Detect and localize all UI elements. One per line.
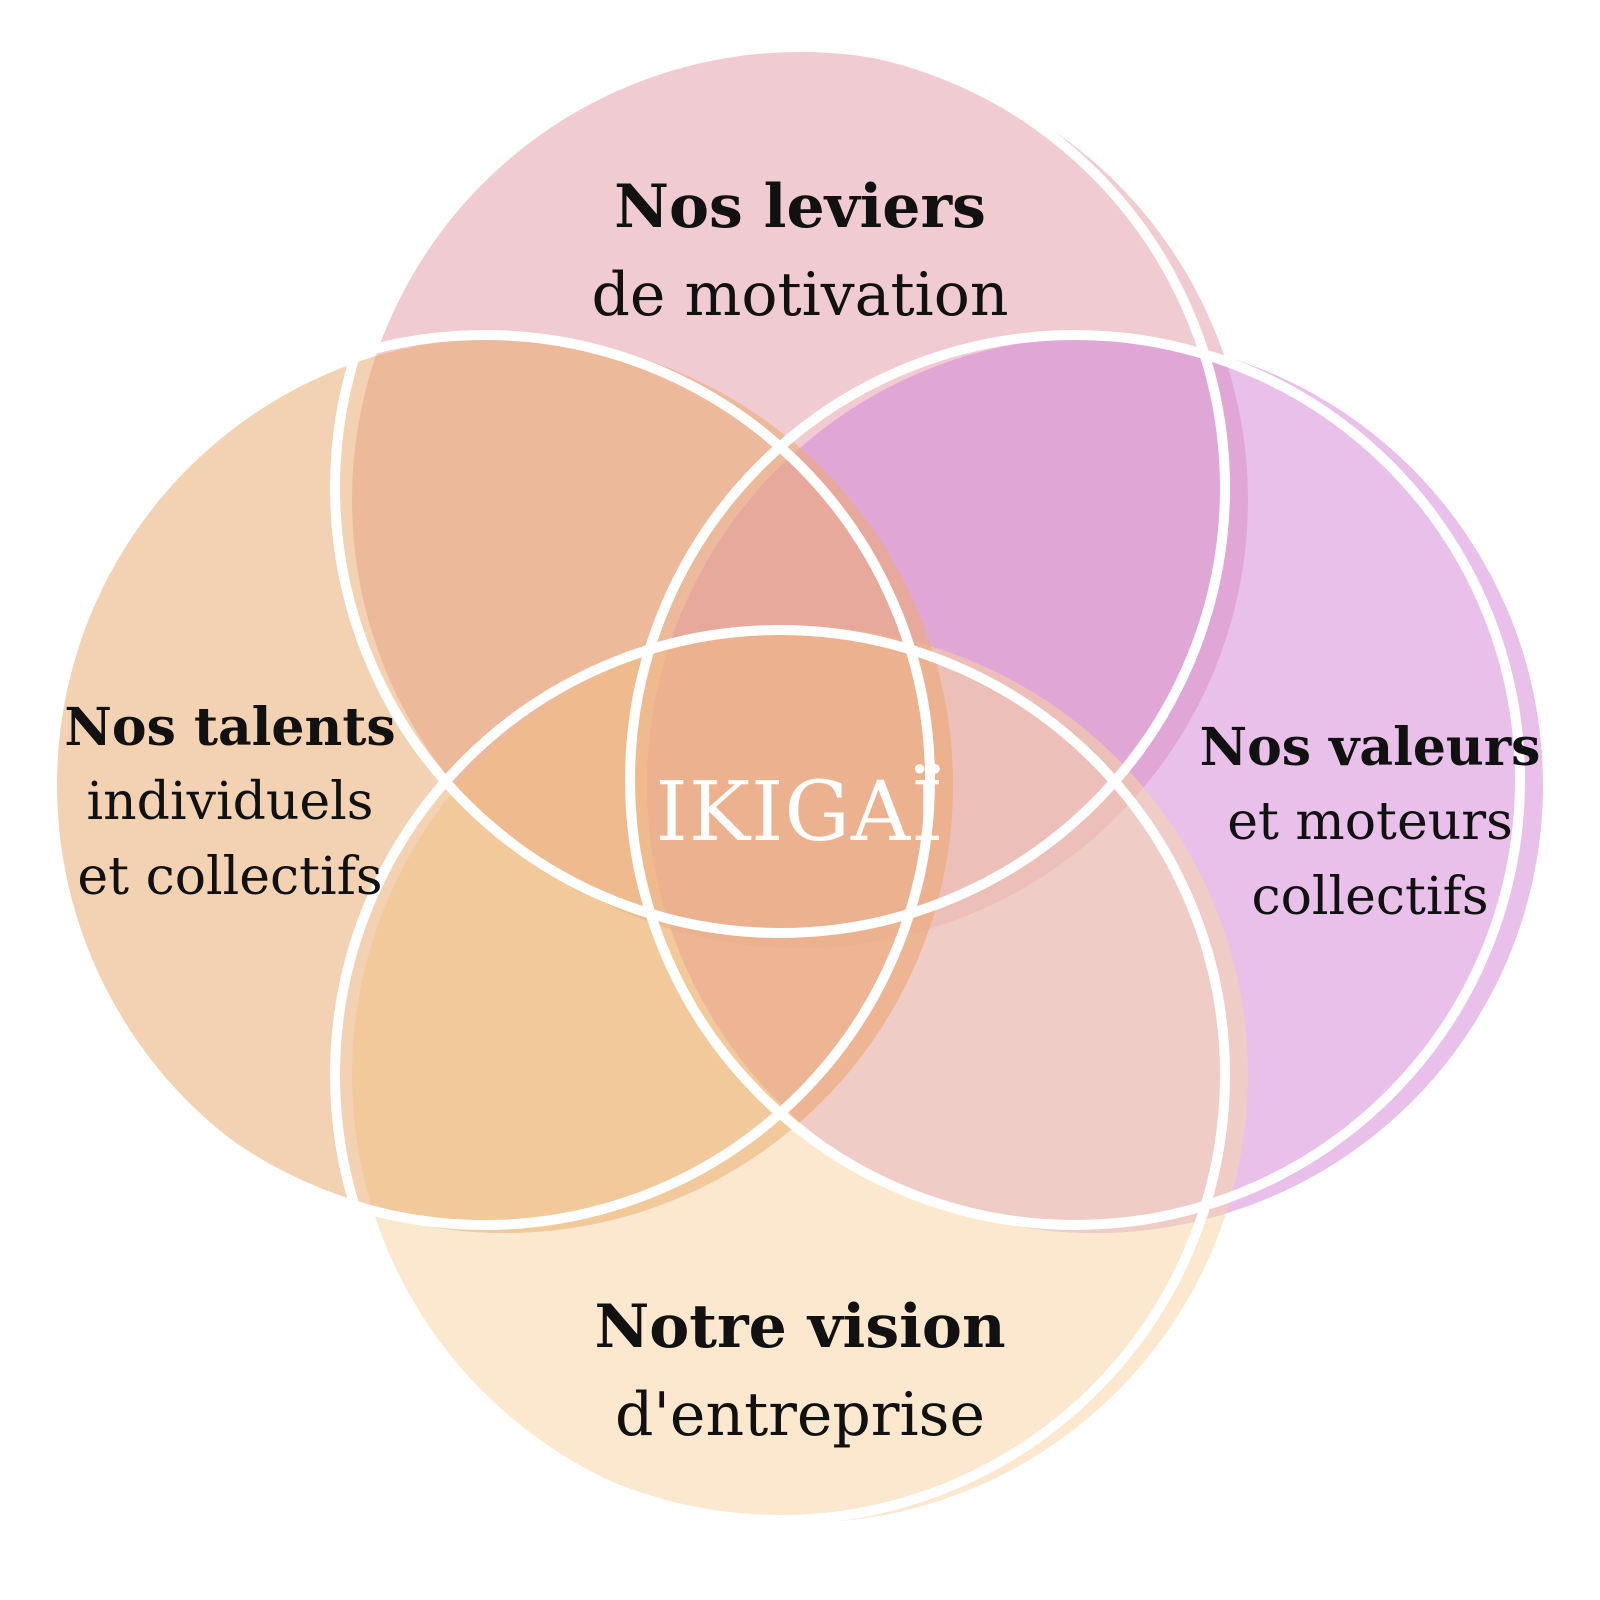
motivation-subtitle: de motivation bbox=[591, 260, 1009, 330]
label-vision: Notre vision d'entreprise bbox=[0, 1283, 1600, 1459]
values-subtitle-1: et moteurs bbox=[1227, 792, 1513, 852]
talents-title: Nos talents bbox=[64, 697, 396, 758]
label-talents: Nos talents individuels et collectifs bbox=[60, 690, 400, 915]
talents-subtitle-1: individuels bbox=[86, 772, 374, 832]
vision-subtitle: d'entreprise bbox=[615, 1380, 985, 1450]
label-values: Nos valeurs et moteurs collectifs bbox=[1185, 710, 1555, 935]
stroke-lens-left bbox=[35, 330, 935, 1230]
label-motivation: Nos leviers de motivation bbox=[0, 163, 1600, 339]
stroke-lens-bottom bbox=[330, 625, 1230, 1525]
motivation-title: Nos leviers bbox=[614, 172, 986, 242]
values-title: Nos valeurs bbox=[1199, 717, 1541, 778]
stroke-lens-right bbox=[625, 330, 1525, 1230]
values-subtitle-2: collectifs bbox=[1251, 867, 1489, 927]
talents-subtitle-2: et collectifs bbox=[77, 847, 383, 907]
vision-title: Notre vision bbox=[594, 1292, 1006, 1362]
stroke-lens-top bbox=[330, 38, 1230, 938]
center-ikigai-label: IKIGAÏ bbox=[655, 765, 945, 860]
